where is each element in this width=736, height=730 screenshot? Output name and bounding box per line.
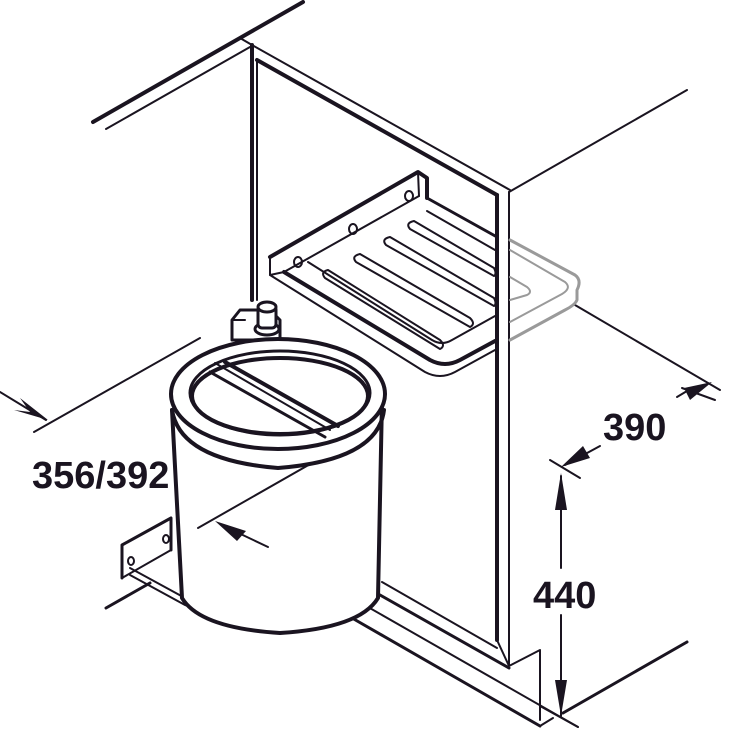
dimension-height: 440 xyxy=(533,473,596,728)
dimension-label-height: 440 xyxy=(533,575,596,617)
dimension-label-width: 356/392 xyxy=(32,455,169,497)
waste-bin xyxy=(169,300,387,635)
dimension-depth: 390 xyxy=(549,382,716,479)
dimension-width: 356/392 xyxy=(0,337,313,548)
door-tray xyxy=(268,170,499,377)
tray-ghost xyxy=(508,238,581,342)
dimension-label-depth: 390 xyxy=(603,407,666,449)
